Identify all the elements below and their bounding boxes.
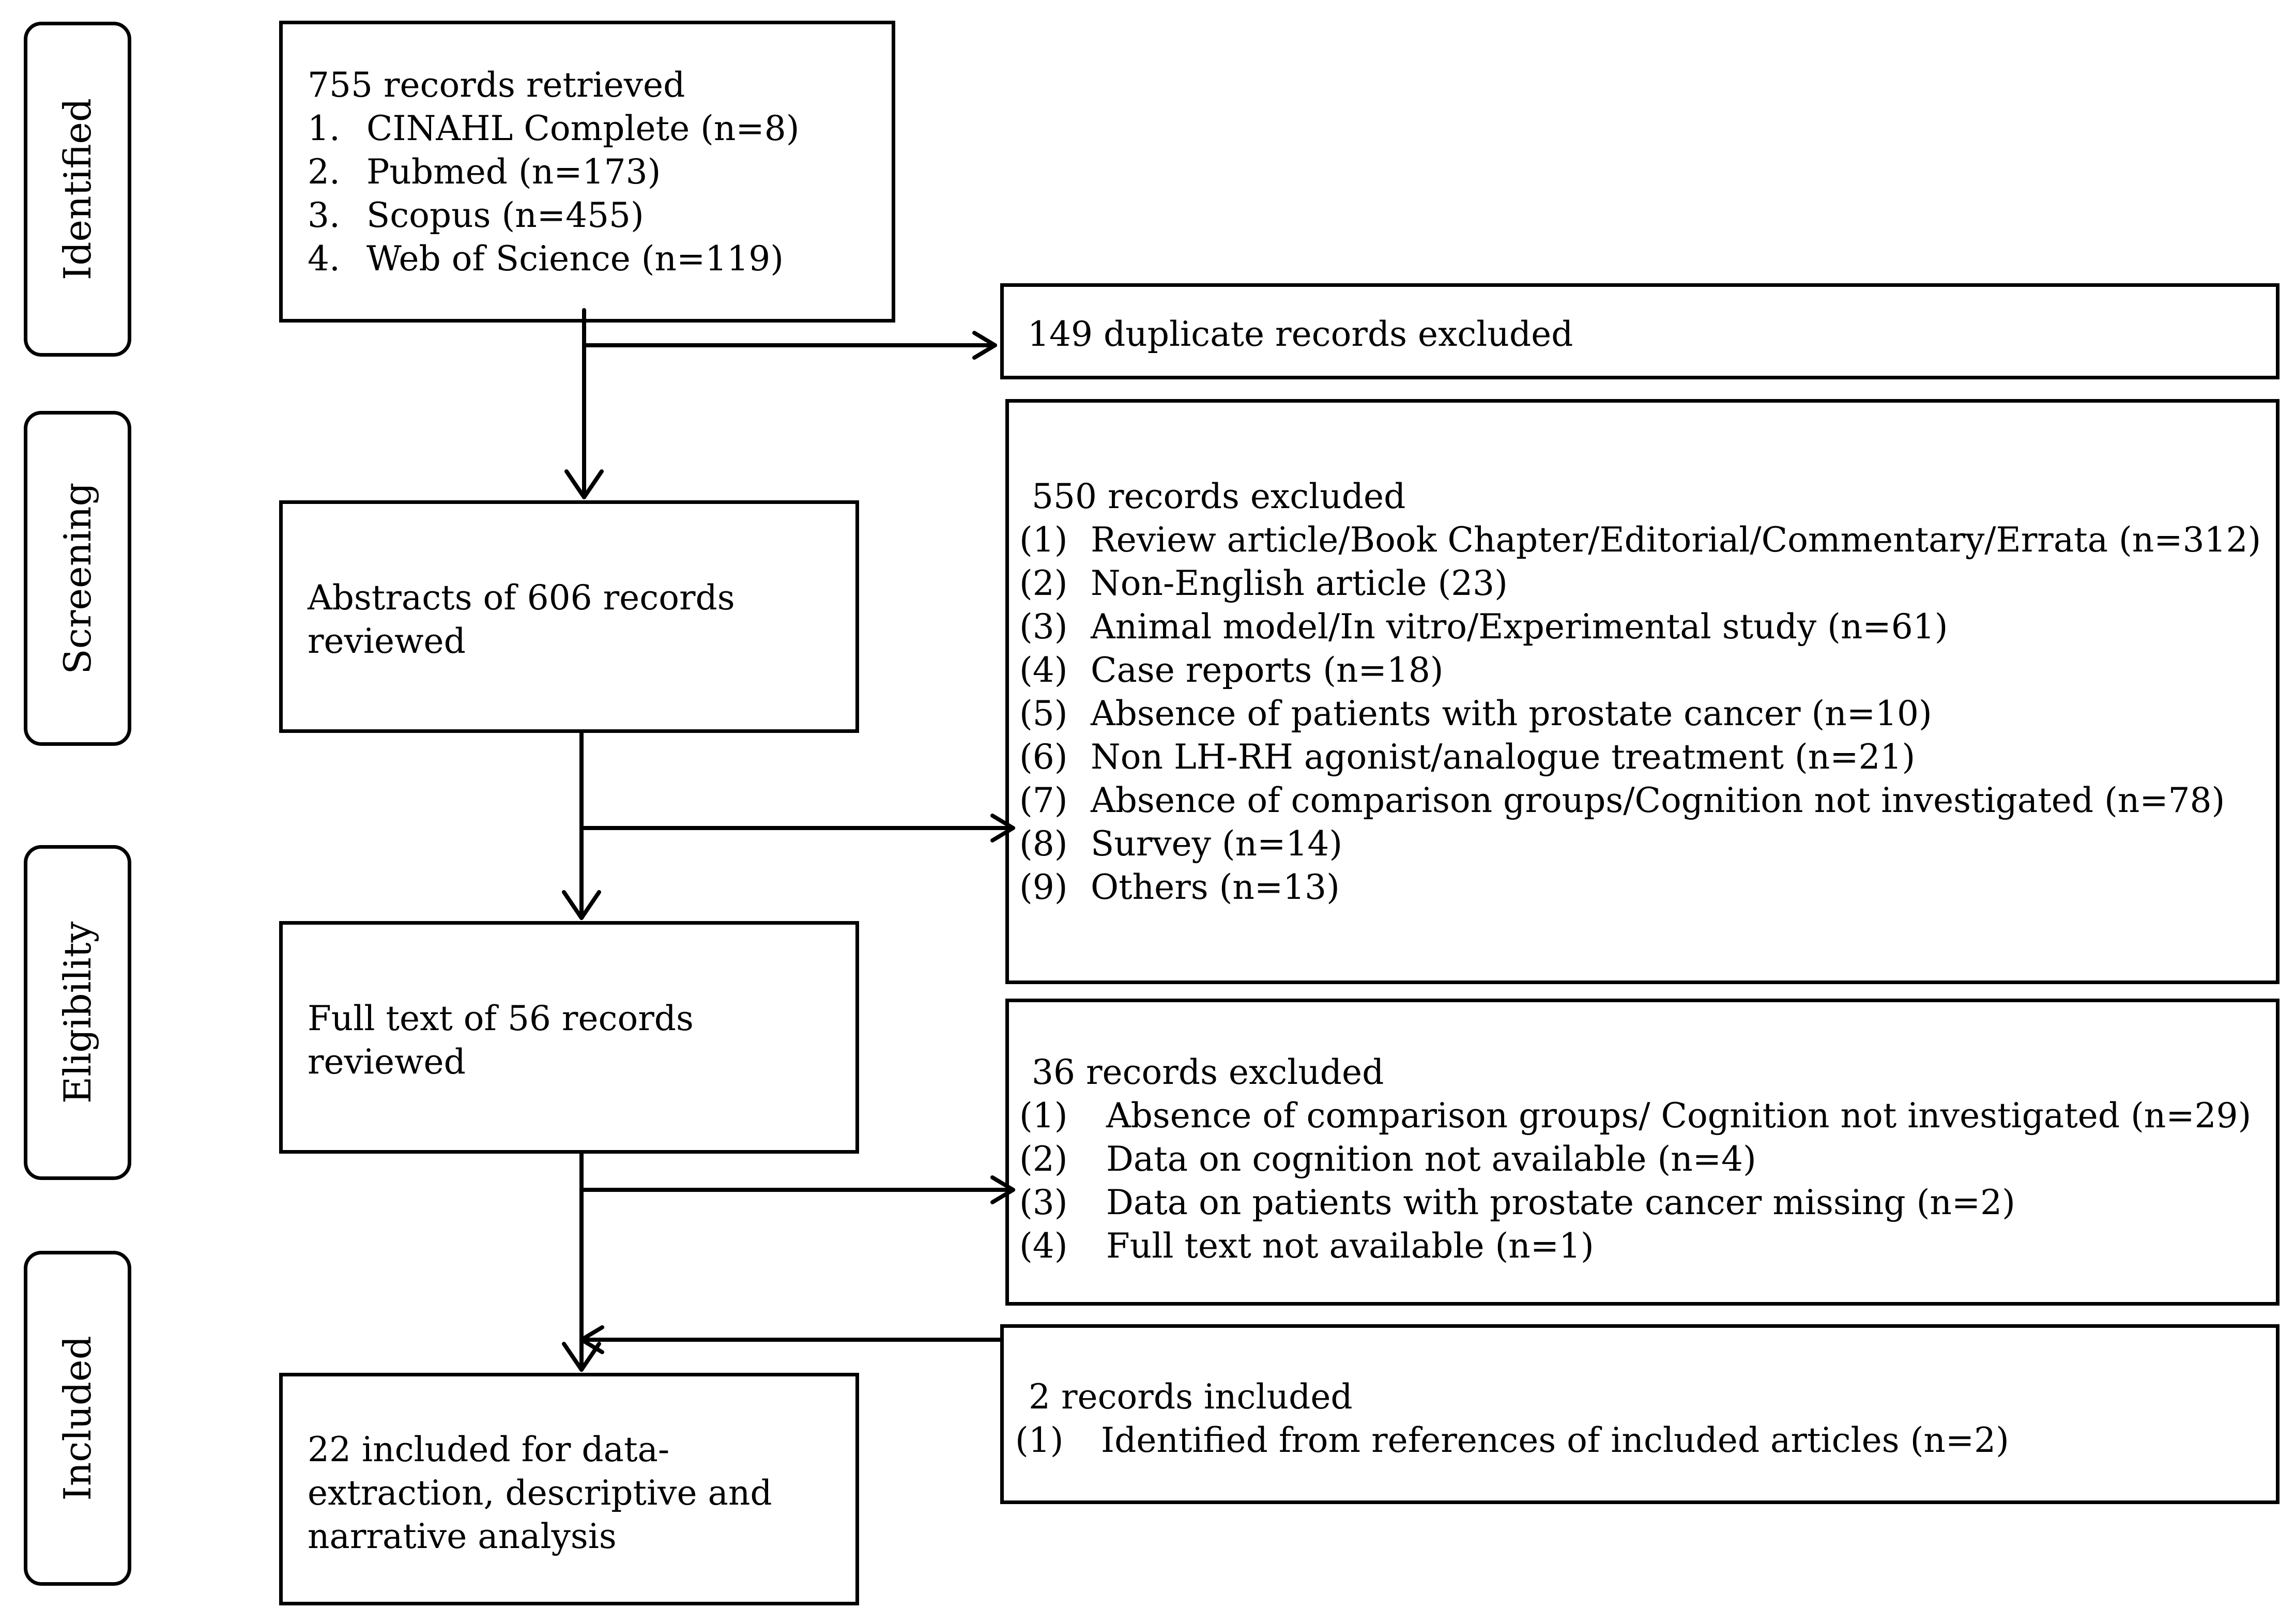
abstracts-line1: Abstracts of 606 records (308, 578, 735, 618)
full-excluded-num: (2) (1019, 1139, 1068, 1179)
full-excluded-title: 36 records excluded (1032, 1052, 1384, 1092)
fulltext-line2: reviewed (308, 1042, 466, 1082)
abstracts-box: Abstracts of 606 records reviewed (279, 500, 859, 733)
screen-excluded-item: Absence of patients with prostate cancer… (1091, 694, 1932, 733)
full-excluded-item: Full text not available (n=1) (1106, 1226, 1594, 1266)
final-box: 22 included for data- extraction, descri… (279, 1373, 859, 1605)
screen-excluded-item: Non LH-RH agonist/analogue treatment (n=… (1091, 737, 1916, 777)
added-title: 2 records included (1029, 1377, 1353, 1417)
phase-identified: Identified (24, 22, 131, 357)
added-item: Identified from references of included a… (1101, 1420, 2009, 1460)
arrowhead-duplicates-icon (972, 331, 997, 360)
screen-excluded-num: (4) (1019, 650, 1068, 690)
final-line1: 22 included for data- (308, 1430, 670, 1469)
arrowhead-full-excluded-icon (990, 1175, 1015, 1204)
screen-excluded-num: (8) (1019, 824, 1068, 864)
retrieved-box: 755 records retrieved 1. CINAHL Complete… (279, 21, 895, 323)
full-excluded-item: Absence of comparison groups/ Cognition … (1106, 1096, 2252, 1136)
screen-excluded-title: 550 records excluded (1032, 477, 1406, 516)
full-excluded-num: (1) (1019, 1096, 1068, 1136)
added-box: 2 records included (1) Identified from r… (1000, 1324, 2279, 1504)
retrieved-title: 755 records retrieved (308, 65, 685, 105)
screen-excluded-item: Absence of comparison groups/Cognition n… (1091, 780, 2225, 820)
arrowhead-final-icon (562, 1342, 601, 1372)
retrieved-item: Pubmed (n=173) (366, 152, 661, 192)
screen-excluded-num: (9) (1019, 867, 1068, 907)
abstracts-line2: reviewed (308, 621, 466, 661)
screen-excluded-item: Others (n=13) (1091, 867, 1340, 907)
duplicates-title: 149 duplicate records excluded (1028, 314, 1573, 354)
retrieved-item-num: 3. (308, 195, 340, 235)
retrieved-item: Web of Science (n=119) (366, 239, 784, 279)
retrieved-item-num: 1. (308, 109, 340, 148)
phase-eligibility: Eligibility (24, 845, 131, 1180)
screen-excluded-item: Review article/Book Chapter/Editorial/Co… (1091, 520, 2261, 560)
fulltext-line1: Full text of 56 records (308, 999, 694, 1038)
screen-excluded-num: (1) (1019, 520, 1068, 560)
retrieved-item-num: 4. (308, 239, 340, 279)
full-excluded-num: (4) (1019, 1226, 1068, 1266)
duplicates-box: 149 duplicate records excluded (1000, 283, 2279, 379)
added-num: (1) (1015, 1420, 1064, 1460)
final-line3: narrative analysis (308, 1516, 617, 1556)
screen-excluded-num: (3) (1019, 607, 1068, 647)
phase-included: Included (24, 1251, 131, 1586)
screen-excluded-num: (6) (1019, 737, 1068, 777)
retrieved-item: CINAHL Complete (n=8) (366, 109, 800, 148)
phase-screening: Screening (24, 411, 131, 746)
screen-excluded-item: Case reports (n=18) (1091, 650, 1444, 690)
final-line2: extraction, descriptive and (308, 1473, 772, 1513)
arrowhead-abstracts-icon (564, 469, 604, 499)
full-excluded-num: (3) (1019, 1183, 1068, 1222)
retrieved-item: Scopus (n=455) (366, 195, 644, 235)
screen-excluded-num: (5) (1019, 694, 1068, 733)
screen-excluded-box: 550 records excluded (1) Review article/… (1005, 399, 2279, 984)
fulltext-box: Full text of 56 records reviewed (279, 921, 859, 1154)
screen-excluded-item: Non-English article (23) (1091, 563, 1508, 603)
screen-excluded-num: (7) (1019, 780, 1068, 820)
full-excluded-item: Data on patients with prostate cancer mi… (1106, 1183, 2015, 1222)
screen-excluded-num: (2) (1019, 563, 1068, 603)
arrowhead-added-icon (579, 1325, 604, 1354)
screen-excluded-item: Animal model/In vitro/Experimental study… (1091, 607, 1948, 647)
full-excluded-box: 36 records excluded (1) Absence of compa… (1005, 999, 2279, 1306)
arrowhead-fulltext-icon (562, 890, 601, 920)
full-excluded-item: Data on cognition not available (n=4) (1106, 1139, 1756, 1179)
screen-excluded-item: Survey (n=14) (1091, 824, 1343, 864)
arrowhead-screen-excluded-icon (990, 814, 1015, 842)
retrieved-item-num: 2. (308, 152, 340, 192)
